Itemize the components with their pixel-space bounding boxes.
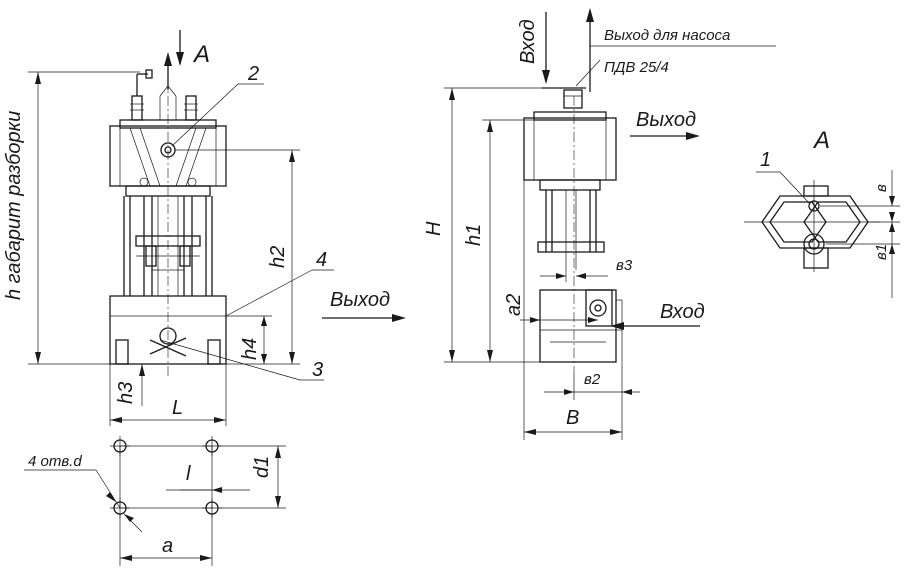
callout-4: 4	[316, 249, 327, 271]
mounting-hole-pattern: 4 отв.d l d1 a	[24, 436, 286, 566]
dim-b3: в3	[616, 257, 633, 274]
dim-a2: a2	[503, 294, 525, 316]
front-view	[109, 60, 227, 376]
holes-label: 4 отв.d	[28, 453, 82, 470]
dim-h2: h2	[267, 246, 289, 268]
callout-1: 1	[760, 149, 771, 171]
pump-outlet-label: Выход для насоса	[604, 27, 730, 44]
dim-h1: h1	[463, 224, 485, 246]
view-a-title: А	[812, 127, 830, 154]
outlet-right-label: Выход	[636, 109, 696, 131]
dim-b1: в1	[873, 244, 890, 260]
callout-2: 2	[247, 63, 259, 85]
dim-H: H	[423, 221, 445, 236]
view-a: А 1 в в1	[744, 127, 900, 298]
side-view	[523, 87, 623, 372]
view-a-marker: А	[192, 41, 210, 68]
dim-a: a	[162, 535, 173, 557]
dim-L: L	[172, 397, 183, 419]
dim-h4: h4	[239, 338, 261, 360]
pump-model-label: ПДВ 25/4	[604, 59, 669, 76]
dim-d1: d1	[251, 456, 273, 478]
height-label: h габарит разборки	[3, 111, 25, 300]
dim-l: l	[186, 463, 191, 485]
inlet-right-label: Вход	[660, 301, 705, 323]
outlet-label: Выход	[330, 289, 390, 311]
dim-b: в	[873, 184, 890, 192]
dim-h3: h3	[115, 382, 137, 404]
inlet-top-label: Вход	[517, 19, 539, 64]
dim-b2: в2	[584, 371, 601, 388]
front-view-dimensions: h габарит разборки А 2 h2 4 Выход h4	[3, 30, 406, 426]
callout-3: 3	[312, 359, 323, 381]
side-view-dimensions: Вход Выход для насоса ПДВ 25/4 H h1 Выхо…	[423, 8, 776, 440]
dim-B: B	[566, 407, 579, 429]
